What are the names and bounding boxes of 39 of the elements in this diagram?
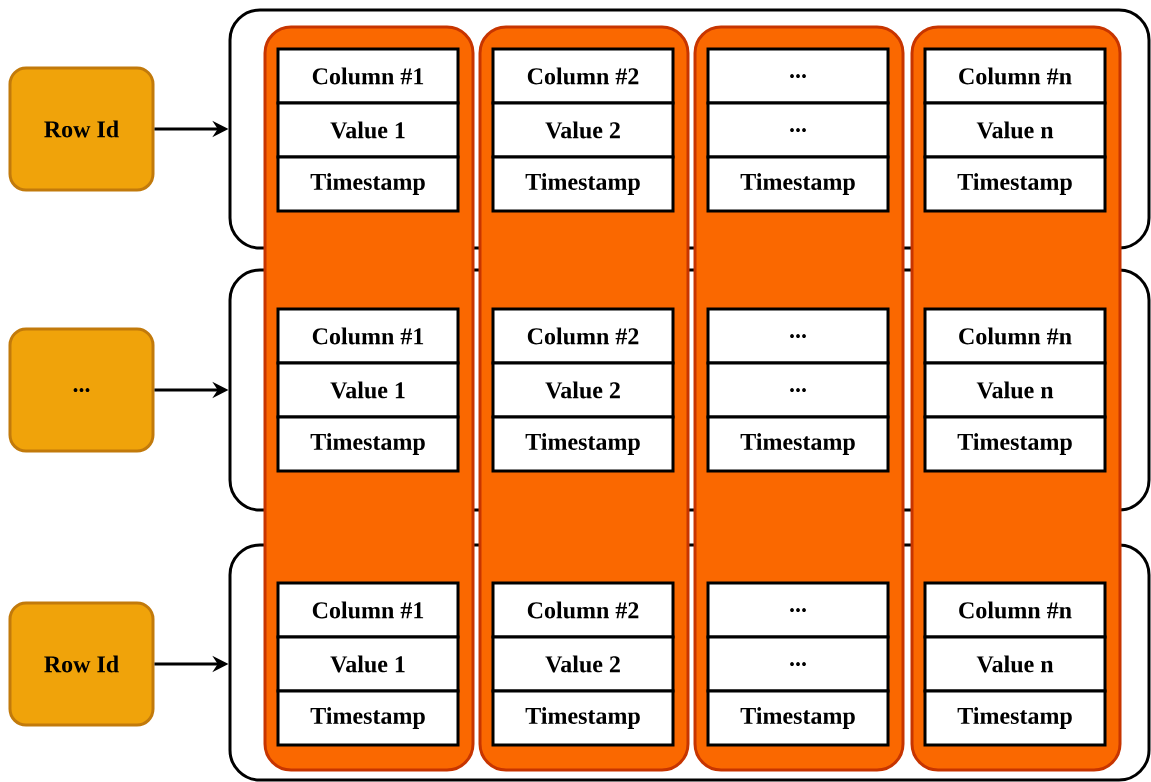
cell-box: Timestamp <box>491 155 675 213</box>
cell-box: ... <box>706 361 890 419</box>
cell-box: Column #2 <box>491 47 675 105</box>
cell-box: Column #1 <box>276 581 460 639</box>
cell-box: Timestamp <box>491 689 675 747</box>
cell-box: Value 1 <box>276 101 460 159</box>
row-id-box: ... <box>8 327 155 453</box>
cell-box: Timestamp <box>923 155 1107 213</box>
cell-box: Column #1 <box>276 307 460 365</box>
cell-box: Column #2 <box>491 581 675 639</box>
cell-box: Column #n <box>923 47 1107 105</box>
cell-box: ... <box>706 635 890 693</box>
cell-box: Timestamp <box>706 155 890 213</box>
cell-box: Value n <box>923 101 1107 159</box>
cell-box: Timestamp <box>276 415 460 473</box>
cell-box: ... <box>706 581 890 639</box>
cell-box: Timestamp <box>706 689 890 747</box>
cell-box: Column #n <box>923 307 1107 365</box>
cell-box: Timestamp <box>923 689 1107 747</box>
cell-box: ... <box>706 307 890 365</box>
row-id-box: Row Id <box>8 601 155 727</box>
cell-box: Timestamp <box>276 689 460 747</box>
cell-box: Value 2 <box>491 635 675 693</box>
cell-box: Value 2 <box>491 101 675 159</box>
cell-box: Value 2 <box>491 361 675 419</box>
cell-box: Timestamp <box>706 415 890 473</box>
cell-box: Column #2 <box>491 307 675 365</box>
row-id-box: Row Id <box>8 66 155 192</box>
cell-box: Value 1 <box>276 361 460 419</box>
cell-box: Timestamp <box>276 155 460 213</box>
cell-box: Value 1 <box>276 635 460 693</box>
cell-box: Column #n <box>923 581 1107 639</box>
cell-box: ... <box>706 47 890 105</box>
cell-box: Column #1 <box>276 47 460 105</box>
cell-box: Value n <box>923 361 1107 419</box>
cell-box: ... <box>706 101 890 159</box>
cell-box: Timestamp <box>491 415 675 473</box>
cell-box: Timestamp <box>923 415 1107 473</box>
cell-box: Value n <box>923 635 1107 693</box>
